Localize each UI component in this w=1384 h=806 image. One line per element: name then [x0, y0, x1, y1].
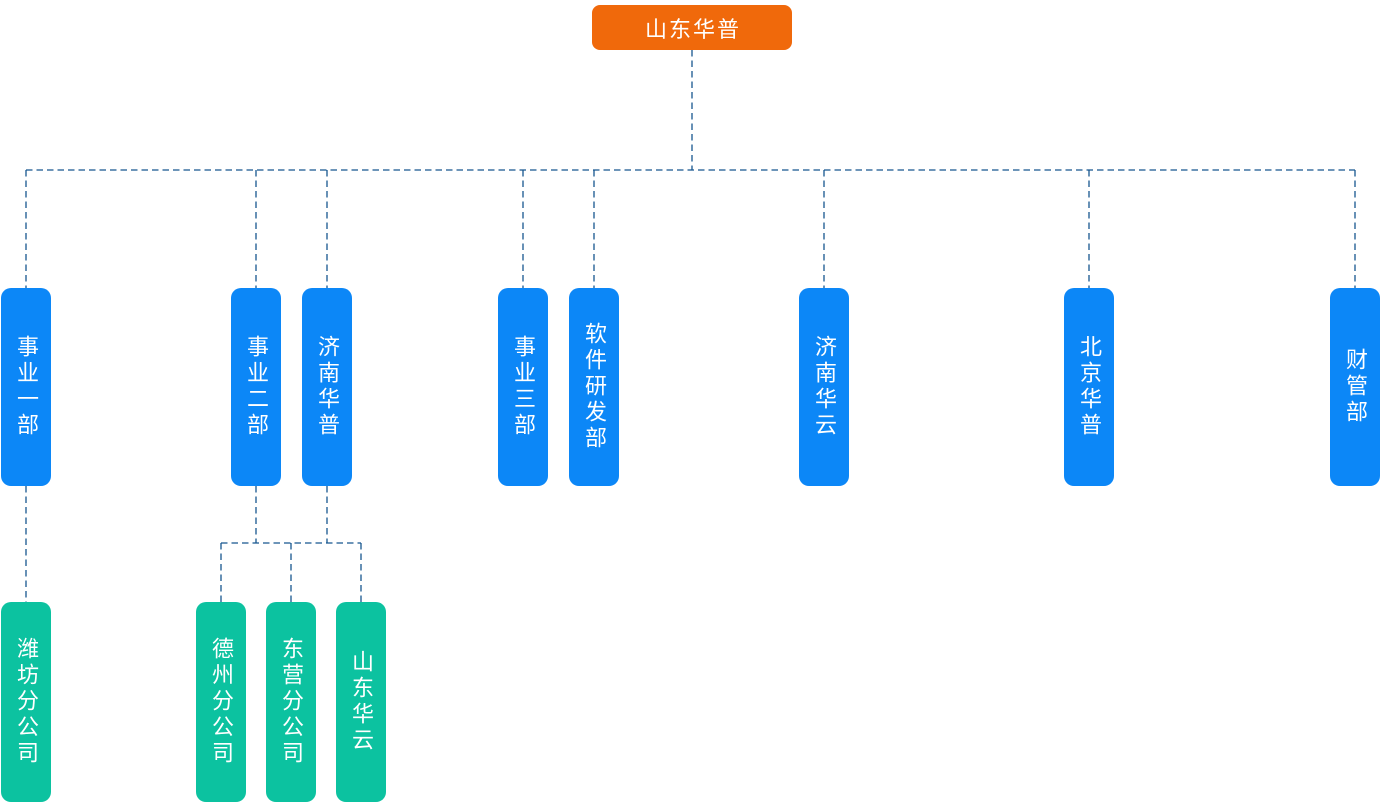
connector-level1-to-level2	[25, 486, 362, 602]
org-node-business-div-3[interactable]: 事业三部	[498, 288, 548, 486]
org-node-shandong-huapu[interactable]: 山东华普	[592, 5, 792, 50]
org-node-dezhou-branch[interactable]: 德州分公司	[196, 602, 246, 802]
org-node-beijing-huapu[interactable]: 北京华普	[1064, 288, 1114, 486]
org-node-business-div-1[interactable]: 事业一部	[1, 288, 51, 486]
org-node-finance-dept[interactable]: 财管部	[1330, 288, 1380, 486]
org-node-dongying-branch[interactable]: 东营分公司	[266, 602, 316, 802]
org-node-jinan-huayun[interactable]: 济南华云	[799, 288, 849, 486]
org-node-software-rd-dept[interactable]: 软件研发部	[569, 288, 619, 486]
org-node-weifang-branch[interactable]: 潍坊分公司	[1, 602, 51, 802]
connector-root-to-level1	[25, 50, 1356, 288]
org-node-jinan-huapu[interactable]: 济南华普	[302, 288, 352, 486]
org-node-shandong-huayun[interactable]: 山东华云	[336, 602, 386, 802]
org-node-business-div-2[interactable]: 事业二部	[231, 288, 281, 486]
